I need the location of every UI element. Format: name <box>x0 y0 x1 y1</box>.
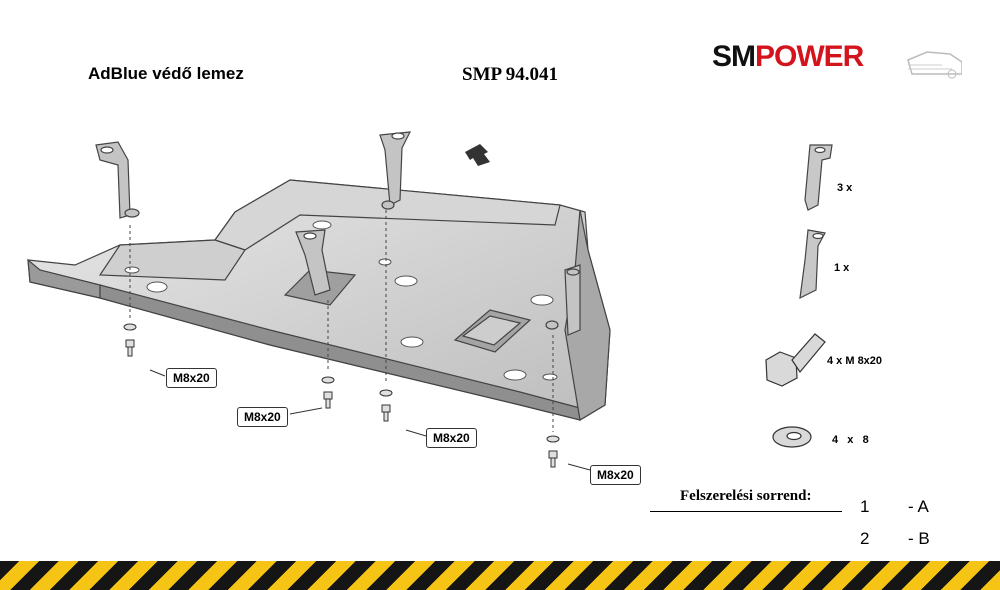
bolt-callout-2: M8x20 <box>237 407 288 427</box>
spare-bracket-b <box>799 229 826 300</box>
callout-leaders <box>149 369 591 471</box>
order-row-2-number: 2 <box>860 529 870 548</box>
skid-plate <box>27 179 611 421</box>
hazard-stripe-footer <box>0 561 1000 590</box>
washer-quantity: 4 x 8 <box>832 434 869 446</box>
bolts <box>123 323 560 468</box>
logo-power-text: POWER <box>755 40 864 73</box>
spare-bolt-icon <box>765 333 826 387</box>
bolt-callout-3: M8x20 <box>426 428 477 448</box>
front-arrow-icon <box>465 144 490 166</box>
bracket-b-quantity: 1 x <box>834 262 850 274</box>
bracket-a-quantity: 3 x <box>837 182 853 194</box>
document-title: AdBlue védő lemez <box>88 64 244 83</box>
order-row-1-code: - A <box>908 497 929 516</box>
spare-bracket-a <box>804 144 833 211</box>
assembly-lines <box>129 210 554 432</box>
bolt-quantity: 4 x M 8x20 <box>827 355 883 367</box>
installation-order-title: Felszerelési sorrend: <box>680 488 812 504</box>
logo-sm-text: SM <box>712 40 756 73</box>
logo-car-icon <box>907 51 962 79</box>
order-row-1-number: 1 <box>860 497 870 516</box>
order-underline <box>650 511 842 512</box>
part-number: SMP 94.041 <box>462 64 559 85</box>
order-row-2-code: - B <box>908 529 930 548</box>
brand-logo: SMPOWER <box>712 40 962 86</box>
bolt-callout-4: M8x20 <box>590 465 641 485</box>
bolt-callout-1: M8x20 <box>166 368 217 388</box>
plate-brackets <box>95 131 581 336</box>
spare-washer-icon <box>772 426 812 448</box>
